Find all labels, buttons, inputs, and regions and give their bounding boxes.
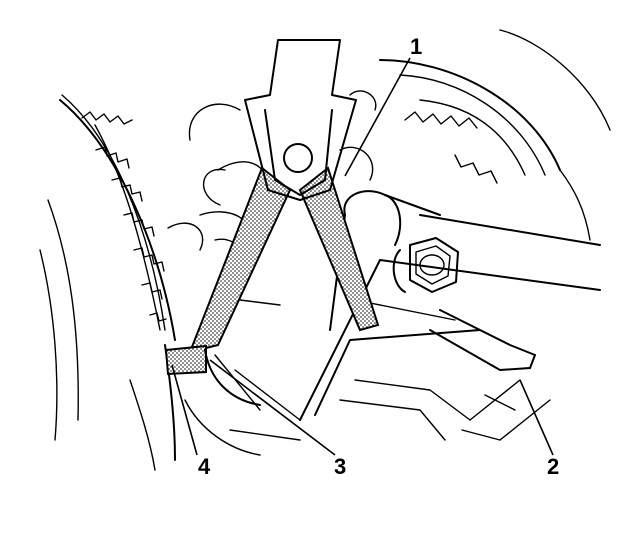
cam-sprocket bbox=[379, 29, 611, 241]
leader-3 bbox=[209, 359, 336, 456]
callout-3: 3 bbox=[334, 454, 346, 479]
callout-2: 2 bbox=[547, 454, 559, 479]
lever-arm bbox=[339, 309, 551, 441]
leader-2 bbox=[519, 379, 554, 456]
leader-4 bbox=[171, 364, 198, 456]
timing-chain bbox=[81, 111, 167, 331]
callout-4: 4 bbox=[198, 454, 211, 479]
crankshaft-sprocket bbox=[39, 94, 176, 471]
tool-legs bbox=[164, 166, 380, 376]
tool-body bbox=[244, 39, 357, 201]
callout-1: 1 bbox=[410, 34, 422, 59]
leader-lines bbox=[171, 57, 554, 456]
bolt bbox=[392, 237, 459, 293]
lower-housing bbox=[184, 299, 301, 456]
leader-1 bbox=[344, 57, 411, 177]
